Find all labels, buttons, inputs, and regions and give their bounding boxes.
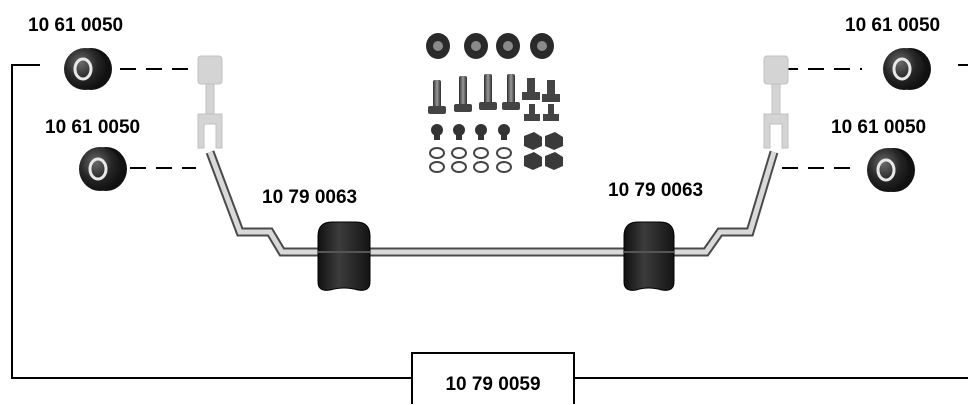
kit-number-label: 10 79 0059 [445, 374, 541, 395]
part-label-bushing-mid-right: 10 61 0050 [831, 117, 927, 138]
part-label-bushing-top-left: 10 61 0050 [28, 15, 124, 36]
part-label-bushing-mid-left: 10 61 0050 [45, 117, 141, 138]
kit-frame-line [11, 64, 968, 379]
bushing-top-left [64, 48, 112, 90]
part-label-bar-bushing-left: 10 79 0063 [262, 187, 358, 208]
hardware-screws [431, 124, 510, 140]
hardware-kit [426, 33, 563, 173]
hardware-short-bolts [522, 78, 560, 121]
end-link-left [197, 55, 223, 149]
hardware-nuts [524, 132, 563, 170]
end-link-right [763, 55, 789, 149]
bar-bushing-right [623, 221, 675, 291]
hardware-washers [429, 147, 512, 173]
kit-number-box: 10 79 0059 [411, 352, 575, 404]
bushing-mid-right [867, 148, 915, 192]
bar-bushing-left [317, 221, 371, 291]
hardware-bolts [428, 74, 520, 114]
hardware-bushings [426, 33, 554, 59]
bushing-mid-left [79, 147, 127, 191]
bushing-top-right [883, 48, 931, 90]
part-label-bushing-top-right: 10 61 0050 [845, 15, 941, 36]
part-label-bar-bushing-right: 10 79 0063 [608, 180, 704, 201]
dashed-connectors [120, 68, 862, 169]
